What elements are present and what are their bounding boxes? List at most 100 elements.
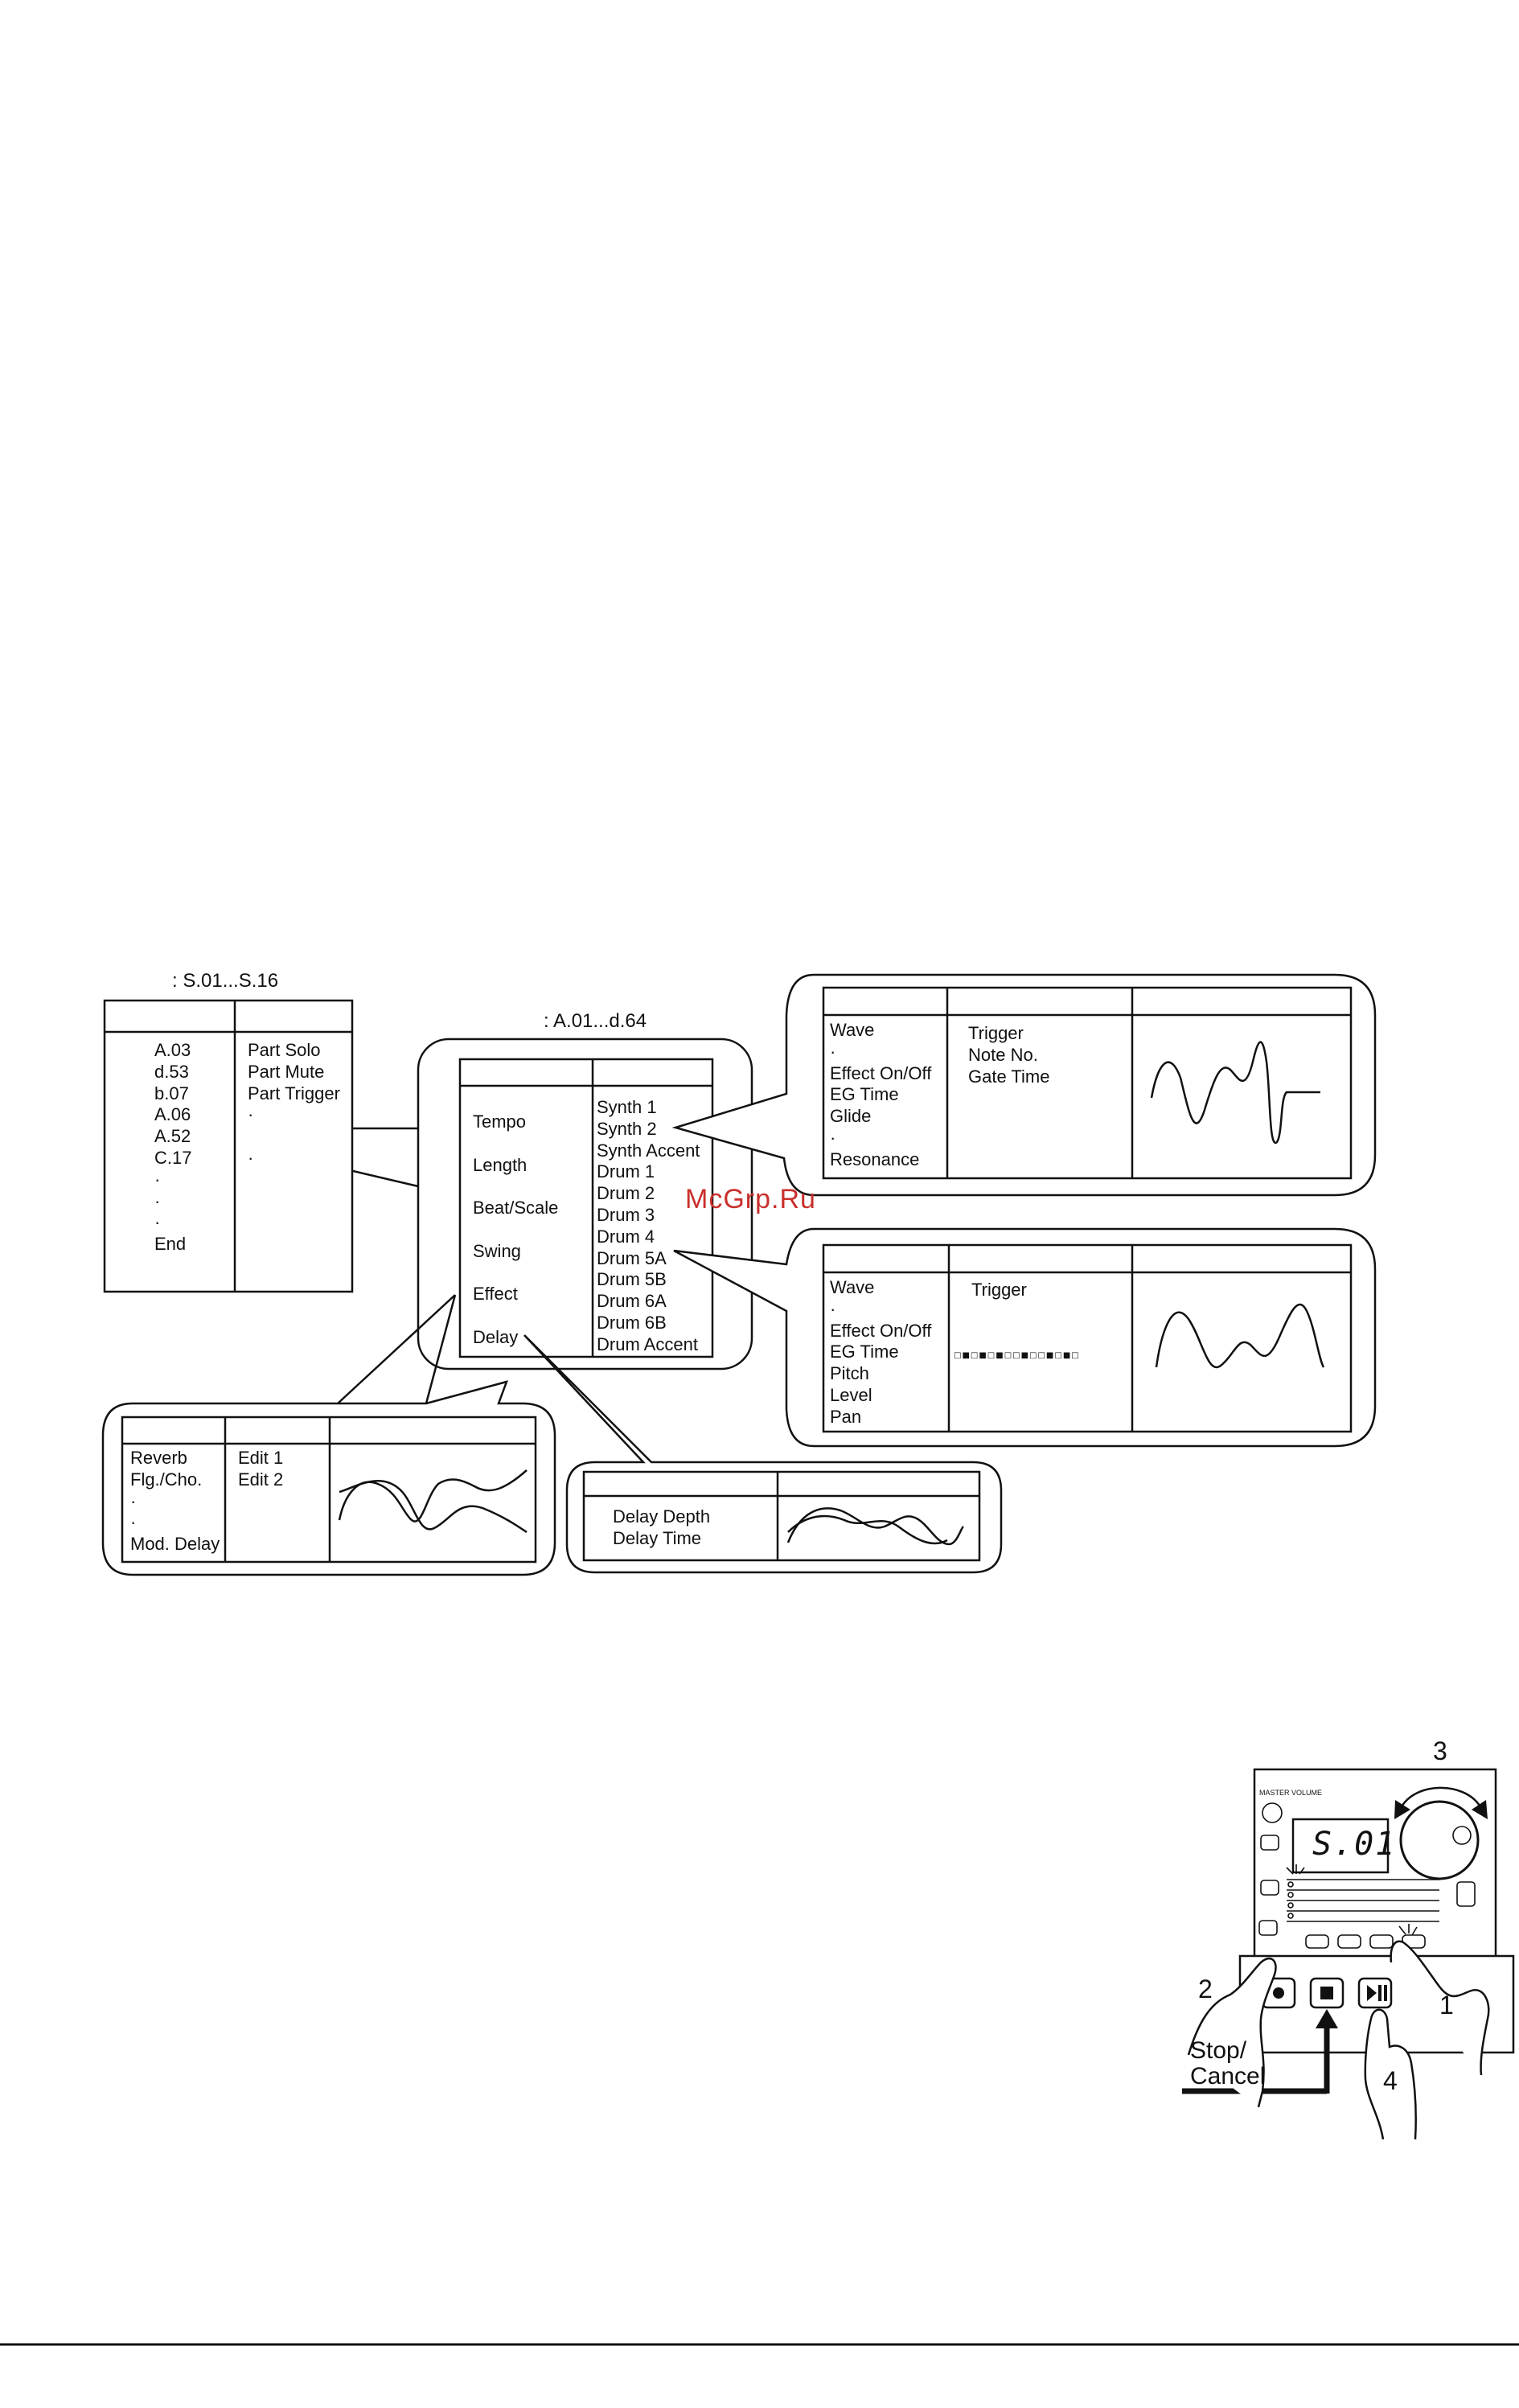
pattern-table-frame	[458, 1058, 714, 1358]
rotate-arrow-icon	[1399, 1786, 1481, 1809]
effect-type-list: Reverb Flg./Cho. · · Mod. Delay	[130, 1448, 220, 1555]
step-number-3: 3	[1433, 1736, 1447, 1765]
hand-left-icon	[1187, 1957, 1277, 2108]
effect-wave-b	[339, 1480, 528, 1534]
song-pattern-list: A.03 d.53 b.07 A.06 A.52 C.17 · · · End	[154, 1040, 191, 1255]
write-button[interactable]	[1456, 1881, 1476, 1907]
list-item: Delay Depth	[613, 1506, 711, 1527]
list-item: Part Mute	[248, 1061, 325, 1082]
part-button[interactable]	[1258, 1920, 1278, 1936]
list-item: Edit 1	[238, 1448, 284, 1468]
song-param-list: Part Solo Part Mute Part Trigger · ·	[248, 1040, 340, 1169]
list-item: Delay Time	[613, 1527, 702, 1548]
mode-button[interactable]	[1260, 1880, 1279, 1896]
delay-param-list: Delay Depth Delay Time	[613, 1506, 710, 1550]
synth-seq-list: Trigger Note No. Gate Time	[968, 1023, 1049, 1087]
list-item: Note No.	[968, 1044, 1038, 1065]
hand-right-icon	[1390, 1940, 1490, 2076]
list-item: EG Time	[830, 1084, 899, 1105]
list-item: Drum Accent	[597, 1333, 698, 1354]
volume-knob-icon[interactable]	[1262, 1802, 1283, 1823]
song-range-label: : S.01...S.16	[172, 970, 279, 992]
list-item: Drum 3	[597, 1204, 655, 1225]
list-item: Trigger	[968, 1023, 1024, 1043]
stop-label-line2: Cancel	[1190, 2063, 1266, 2090]
led-display-frame	[1291, 1818, 1390, 1874]
pattern-range-label: : A.01...d.64	[544, 1010, 647, 1032]
list-item: Glide	[830, 1106, 872, 1127]
list-item: Length	[473, 1154, 528, 1175]
list-item: Drum 5A	[597, 1247, 667, 1268]
synth-param-list: Wave · Effect On/Off EG Time Glide · Res…	[830, 1020, 931, 1171]
delay-wave-a	[786, 1507, 964, 1546]
list-item: ·	[830, 1041, 836, 1062]
song-table-frame	[103, 999, 354, 1293]
trigger-pattern-glyphs: □■□■□■□□■□□■□■□	[954, 1351, 1080, 1360]
list-item: Tempo	[473, 1112, 527, 1132]
drum-table-frame	[822, 1243, 1353, 1433]
part-select-button[interactable]	[1369, 1934, 1394, 1949]
list-item: End	[154, 1234, 187, 1255]
list-item: ·	[154, 1169, 161, 1190]
list-item: Delay	[473, 1326, 519, 1347]
hand-center-icon	[1364, 2008, 1417, 2140]
list-item: Drum 6A	[597, 1291, 667, 1312]
list-item: d.53	[154, 1061, 189, 1082]
list-item: Gate Time	[968, 1066, 1050, 1087]
step-number-1: 1	[1439, 1991, 1454, 2020]
list-item: Reverb	[130, 1448, 187, 1468]
effect-edit-list: Edit 1 Edit 2	[238, 1448, 283, 1491]
list-item: Level	[830, 1384, 872, 1405]
led-display-value: S.01	[1312, 1826, 1397, 1863]
stop-label-line1: Stop/	[1190, 2037, 1247, 2064]
list-item: A.52	[154, 1126, 191, 1147]
list-item: ·	[248, 1147, 254, 1168]
list-item: Swing	[473, 1240, 521, 1261]
list-item: Part Solo	[248, 1040, 321, 1060]
drum-wave-graph	[1155, 1303, 1325, 1369]
value-dial-icon[interactable]	[1399, 1800, 1480, 1880]
list-item: Part Trigger	[248, 1083, 340, 1103]
list-item: Wave	[830, 1020, 875, 1040]
list-item: C.17	[154, 1147, 192, 1168]
list-item: Pan	[830, 1406, 862, 1427]
list-item: ·	[830, 1298, 836, 1319]
list-item: Resonance	[830, 1149, 920, 1169]
list-item: ·	[248, 1104, 254, 1125]
list-item: Edit 2	[238, 1469, 284, 1490]
drum-trigger-label: Trigger	[971, 1280, 1027, 1300]
step-number-4: 4	[1383, 2066, 1398, 2095]
watermark-text: McGrp.Ru	[685, 1184, 816, 1214]
synth-wave-graph	[1150, 1041, 1320, 1144]
list-item: Beat/Scale	[473, 1198, 559, 1218]
list-item: A.06	[154, 1104, 191, 1125]
svg-text:MASTER VOLUME: MASTER VOLUME	[1259, 1789, 1322, 1797]
list-item: Drum 4	[597, 1226, 655, 1247]
list-item: Effect On/Off	[830, 1062, 932, 1083]
list-item: ·	[154, 1190, 161, 1211]
list-item: Mod. Delay	[130, 1534, 220, 1555]
list-item: Synth Accent	[597, 1140, 700, 1161]
part-select-button[interactable]	[1305, 1934, 1329, 1949]
list-item: b.07	[154, 1083, 189, 1103]
list-item: EG Time	[830, 1342, 899, 1362]
pattern-part-list: Synth 1 Synth 2 Synth Accent Drum 1 Drum…	[597, 1097, 700, 1356]
list-item: Pitch	[830, 1363, 869, 1384]
device-illustration: MASTER VOLUME	[1182, 1768, 1515, 2140]
list-item: Drum 1	[597, 1161, 655, 1182]
synth-table-frame	[822, 986, 1353, 1180]
list-item: Effect On/Off	[830, 1320, 932, 1341]
list-item: A.03	[154, 1040, 191, 1060]
list-item: ·	[830, 1127, 836, 1148]
part-select-button[interactable]	[1337, 1934, 1361, 1949]
list-item: Synth 2	[597, 1118, 657, 1139]
list-item: Synth 1	[597, 1097, 657, 1117]
delay-wave-b	[787, 1514, 948, 1545]
list-item	[248, 1126, 340, 1148]
list-item: Drum 6B	[597, 1312, 667, 1333]
list-item: ·	[154, 1212, 161, 1233]
list-item: ·	[130, 1512, 137, 1533]
stop-arrow-head-icon	[1316, 2009, 1338, 2028]
tempo-button[interactable]	[1260, 1835, 1279, 1851]
